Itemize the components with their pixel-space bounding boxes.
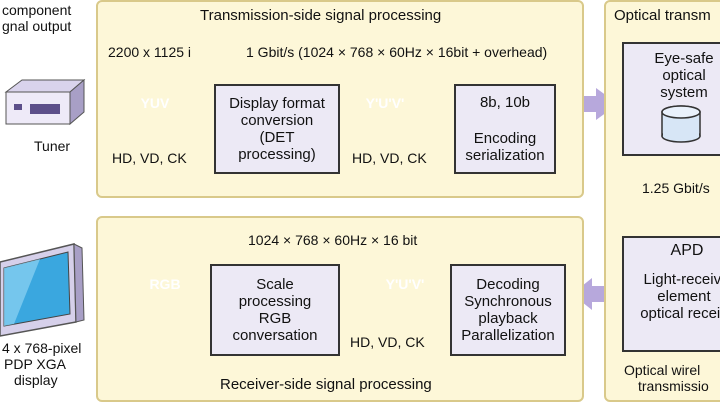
apd-box: APD Light-receivi element optical receiv <box>622 236 720 352</box>
tx-format-label: 2200 x 1125 i <box>108 44 192 60</box>
yuv-prime-arrow-rx-label: Y'U'V' <box>385 276 425 292</box>
tuner-icon <box>4 78 86 126</box>
optical-title: Optical transm <box>614 7 711 24</box>
signal-output-label-2: gnal output <box>2 18 72 34</box>
optical-rate-label: 1.25 Gbit/s <box>642 180 710 196</box>
display-format-conversion-box: Display format conversion (DET processin… <box>214 84 340 174</box>
rgb-arrow-label: RGB <box>149 276 181 292</box>
tx-sync-label-1: HD, VD, CK <box>112 150 187 166</box>
pdp-display-icon <box>0 243 85 337</box>
encoding-serialization-box: 8b, 10b Encoding serialization <box>454 84 556 174</box>
tx-sync-label-2: HD, VD, CK <box>352 150 427 166</box>
apd-text: Light-receivi element optical receiv <box>640 271 720 322</box>
encoding-box-top-text: 8b, 10b <box>479 94 531 111</box>
display-label-1: 4 x 768-pixel <box>2 340 82 356</box>
apd-title: APD <box>670 242 704 259</box>
optical-bottom-label-1: Optical wirel <box>624 362 701 378</box>
receiver-title: Receiver-side signal processing <box>220 376 432 393</box>
rx-format-label: 1024 × 768 × 60Hz × 16 bit <box>248 232 418 248</box>
encoding-box-bottom-text: Encoding serialization <box>465 130 545 164</box>
display-label-3: display <box>14 372 58 388</box>
scale-processing-box: Scale processing RGB conversation <box>210 264 340 356</box>
tx-rate-label: 1 Gbit/s (1024 × 768 × 60Hz × 16bit + ov… <box>246 44 548 60</box>
decoding-box: Decoding Synchronous playback Paralleliz… <box>450 264 566 356</box>
yuv-arrow-label: YUV <box>140 95 170 111</box>
optical-bottom-label-2: transmissio <box>638 378 709 394</box>
yuv-prime-arrow-tx-label: Y'U'V' <box>365 95 405 111</box>
display-label-2: PDP XGA <box>4 356 66 372</box>
tuner-label: Tuner <box>34 138 71 154</box>
eye-safe-box-text: Eye-safe optical system <box>654 50 714 101</box>
rx-sync-label: HD, VD, CK <box>350 334 425 350</box>
transmission-title: Transmission-side signal processing <box>200 7 442 24</box>
signal-output-label-1: component <box>2 2 72 18</box>
eye-safe-optical-box: Eye-safe optical system <box>622 42 720 156</box>
